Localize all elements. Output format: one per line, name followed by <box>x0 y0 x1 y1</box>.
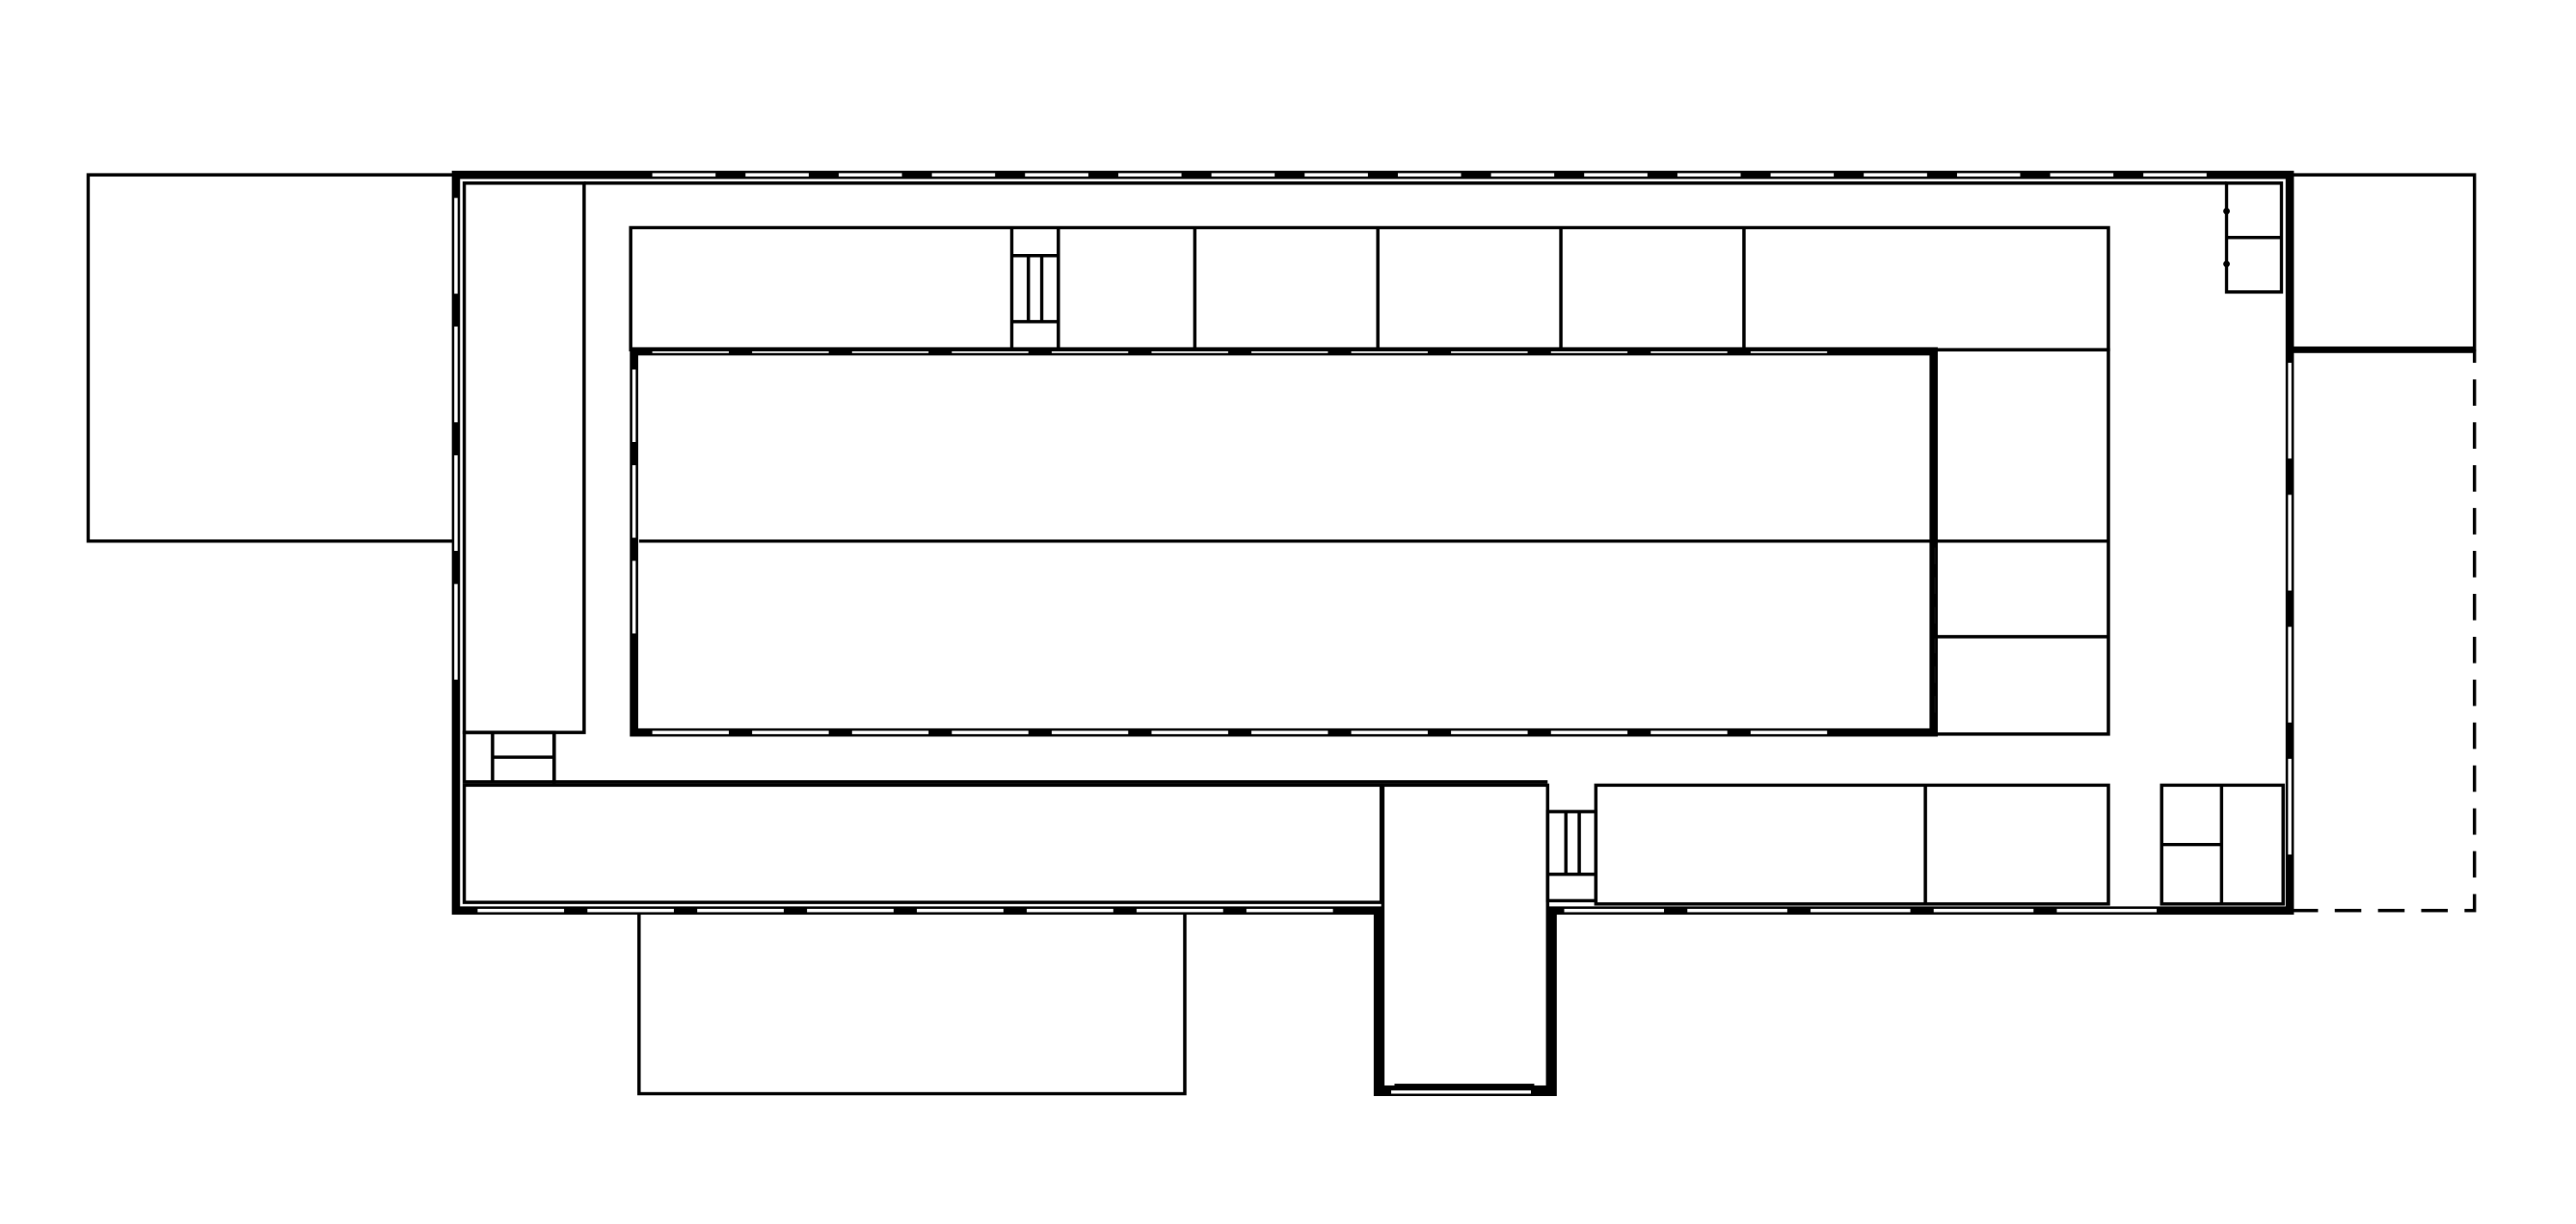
north-east-wing-block <box>2289 173 2476 352</box>
west-wing-block <box>86 173 457 543</box>
north-east-core-post-1 <box>2223 208 2230 215</box>
exterior-wall-outline <box>452 170 2294 1097</box>
south-annex-block <box>637 910 1187 1096</box>
west-corridor-room <box>462 181 586 735</box>
north-room-row <box>629 226 2111 352</box>
south-east-future-block-dashed <box>2291 349 2476 912</box>
glazing-strips <box>454 173 2292 1094</box>
entrance-hall <box>1381 783 1550 1089</box>
interior-partitions <box>462 181 2285 1089</box>
south-mid-core <box>1546 809 1598 903</box>
adjoining-blocks <box>86 173 2476 1096</box>
exterior-walls <box>452 170 2475 1097</box>
south-east-room-row <box>1594 783 2111 906</box>
north-east-core-post-2 <box>2223 260 2230 268</box>
south-long-room <box>462 783 1383 905</box>
corridor-line-south <box>552 732 1548 784</box>
